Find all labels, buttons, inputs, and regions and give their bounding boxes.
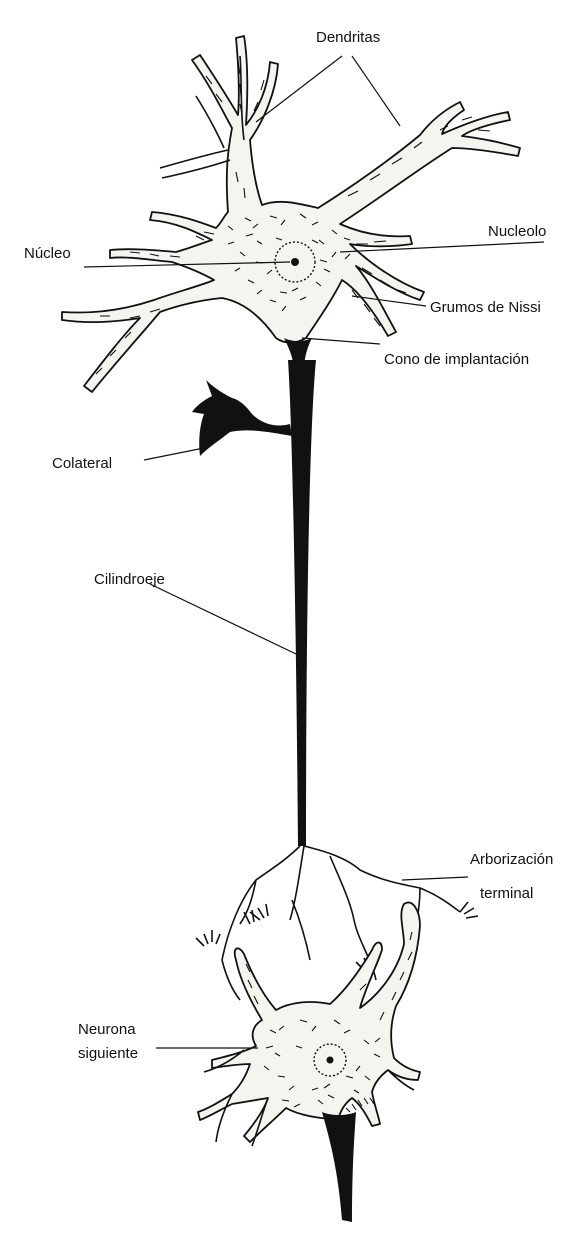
axon-collateral xyxy=(192,380,292,456)
label-nucleo: Núcleo xyxy=(24,245,71,262)
upper-neuron xyxy=(62,36,520,392)
label-grumos-de-nissi: Grumos de Nissi xyxy=(430,299,541,316)
lower-neuron-body xyxy=(198,902,420,1142)
leader-dendritas-right xyxy=(352,56,400,126)
label-dendritas: Dendritas xyxy=(316,29,380,46)
leader-lines xyxy=(84,56,544,1048)
lower-nucleolus xyxy=(327,1057,334,1064)
label-nucleolo: Nucleolo xyxy=(488,223,546,240)
lower-neuron xyxy=(198,902,420,1222)
label-cono-de-implantacion: Cono de implantación xyxy=(384,351,529,368)
axon xyxy=(192,360,316,846)
leader-colateral xyxy=(144,448,204,460)
leader-cono xyxy=(302,338,380,344)
nucleolus xyxy=(291,258,299,266)
lower-axon xyxy=(322,1112,356,1222)
leader-arborizacion xyxy=(402,877,468,880)
label-neurona: Neurona xyxy=(78,1021,136,1038)
label-arborizacion: Arborización xyxy=(470,851,553,868)
upper-neuron-body xyxy=(62,36,520,392)
labels: Dendritas Núcleo Nucleolo Grumos de Niss… xyxy=(24,29,553,1062)
label-siguiente: siguiente xyxy=(78,1045,138,1062)
leader-cilindroeje xyxy=(150,584,296,654)
terminal-arborization xyxy=(196,846,478,1000)
label-colateral: Colateral xyxy=(52,455,112,472)
label-cilindroeje: Cilindroeje xyxy=(94,571,165,588)
label-terminal: terminal xyxy=(480,885,533,902)
axon-shaft xyxy=(288,360,316,846)
